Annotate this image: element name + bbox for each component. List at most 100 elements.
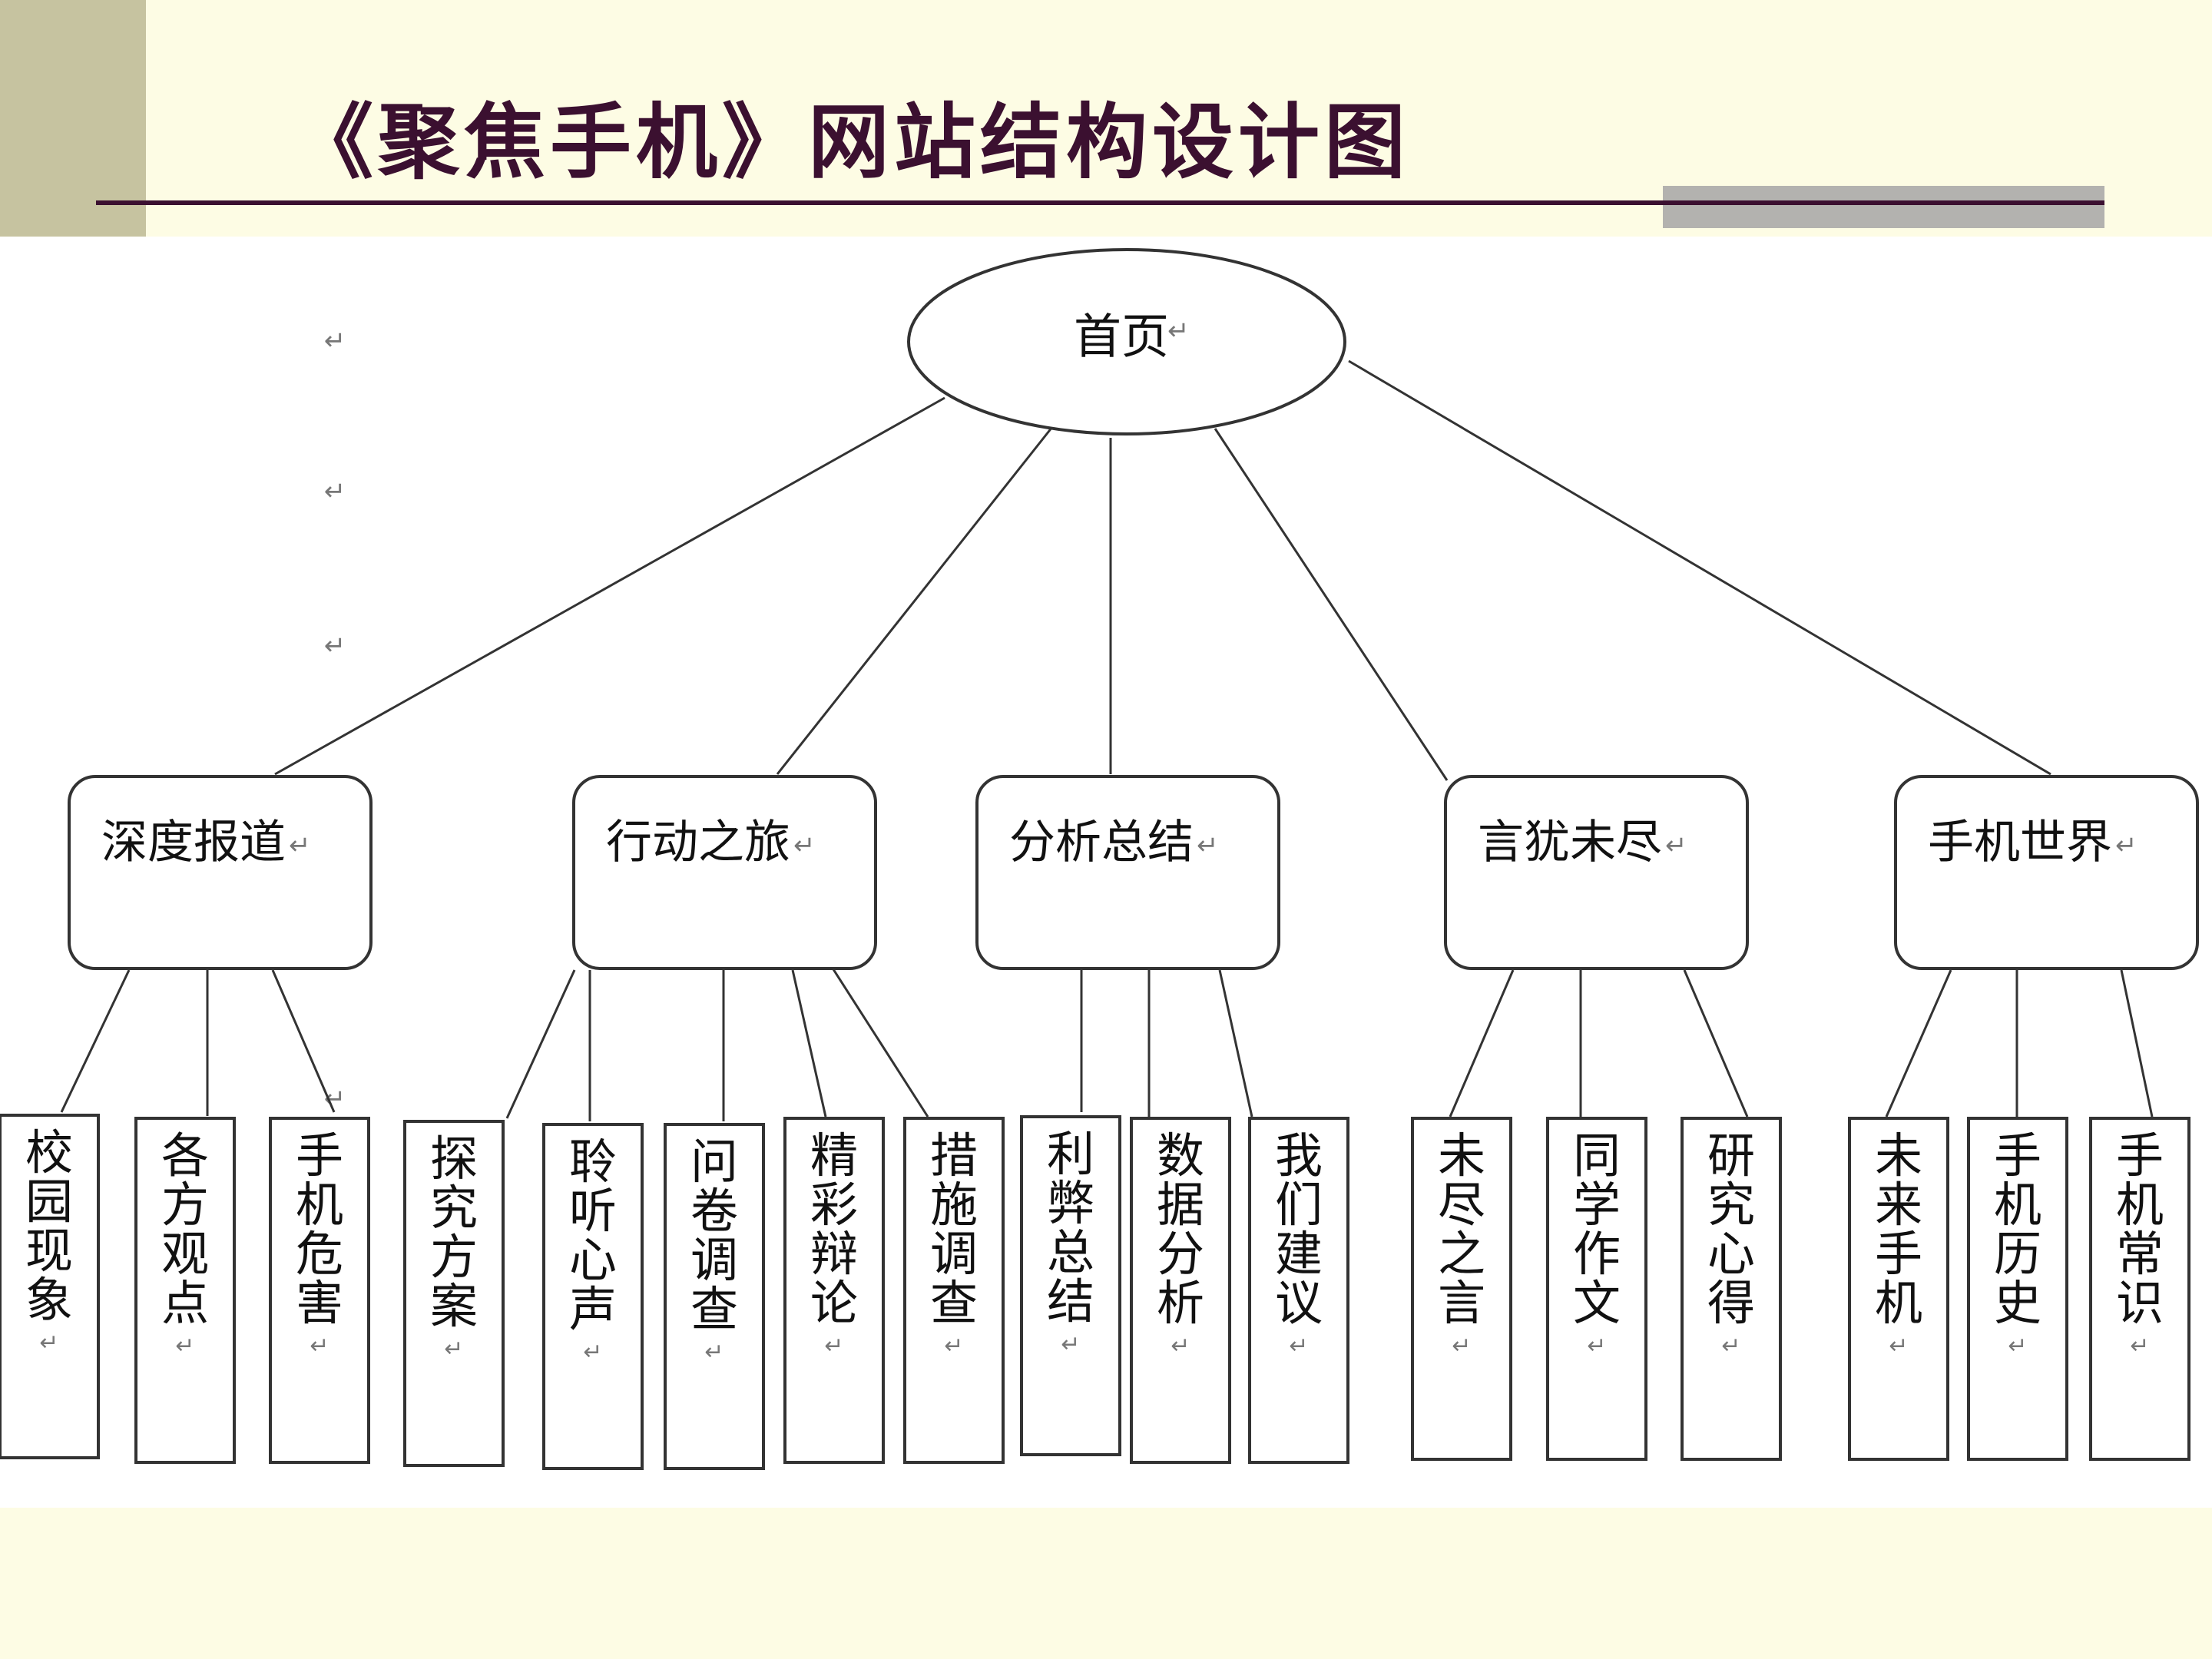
leaf-label: 手机历史 (1994, 1130, 2041, 1330)
leaf-label: 利弊总结 (1047, 1128, 1094, 1329)
section-to-leaf-edge (505, 969, 576, 1119)
section-box (1444, 775, 1749, 970)
return-mark: ↵ (1197, 831, 1219, 860)
return-mark: ↵ (324, 631, 346, 661)
root-label: 首页 (1074, 310, 1169, 363)
leaf-box (403, 1120, 505, 1467)
leaf-box (134, 1117, 236, 1464)
diagram-nodes: 首页↵深度报道↵校园现象↵各方观点↵手机危害↵行动之旅↵探究方案↵聆听心声↵问卷… (0, 248, 2199, 1470)
leaf-node: 未来手机 ↵ (1848, 1117, 1949, 1461)
root-node: 首页↵ (907, 248, 1346, 435)
root-to-section-edge (776, 426, 1054, 775)
return-mark: ↵ (824, 1333, 843, 1359)
leaf-node: 未尽之言↵ (1411, 1117, 1512, 1461)
leaf-box (1130, 1117, 1231, 1464)
section-box (1894, 775, 2199, 970)
root-to-section-edge (1214, 428, 1449, 781)
return-mark: ↵ (175, 1333, 194, 1359)
page-title: 《聚焦手机》网站结构设计图 (292, 94, 1410, 190)
stray-return-marks: ↵↵↵↵ (324, 326, 346, 1114)
return-mark: ↵ (793, 831, 816, 860)
leaf-node: 各方观点 ↵ (134, 1117, 236, 1464)
title-rule (96, 200, 2104, 205)
leaf-label: 校园现象 (25, 1127, 73, 1327)
leaf-box (1020, 1115, 1121, 1456)
leaf-label: 聆听心声 (569, 1136, 617, 1336)
leaf-label: 研究心得 (1707, 1130, 1755, 1330)
leaf-node: 探究方案 ↵ (403, 1120, 505, 1467)
title-rule-accent (1663, 186, 2104, 200)
leaf-box (1681, 1117, 1782, 1461)
leaf-box (903, 1117, 1005, 1464)
leaf-label: 手机常识 (2116, 1130, 2164, 1330)
return-mark: ↵ (1061, 1332, 1080, 1357)
return-mark: ↵ (1889, 1333, 1908, 1359)
section-to-leaf-edge (271, 969, 336, 1113)
return-mark: ↵ (324, 477, 346, 506)
root-ellipse (907, 248, 1346, 435)
section-box (572, 775, 877, 970)
return-mark: ↵ (39, 1330, 58, 1356)
section-box (68, 775, 373, 970)
title-rule-accent-lower (1663, 205, 2104, 228)
leaf-label: 各方观点 (161, 1130, 209, 1330)
root-to-section-edge (1348, 359, 2051, 776)
section-node: 行动之旅↵ (572, 775, 877, 970)
leaf-label: 手机危害 (296, 1130, 343, 1330)
leaf-box (783, 1117, 885, 1464)
return-mark: ↵ (1587, 1333, 1606, 1359)
section-label: 深度报道 (101, 816, 286, 868)
leaf-node: 同学作文 ↵ (1546, 1117, 1647, 1461)
section-node: 手机世界↵ (1894, 775, 2199, 970)
return-mark: ↵ (1167, 316, 1190, 346)
section-to-leaf-edge (825, 958, 929, 1118)
section-to-leaf-edge (60, 969, 131, 1113)
section-label: 言犹未尽 (1478, 816, 1662, 868)
return-mark: ↵ (310, 1333, 329, 1359)
return-mark: ↵ (2008, 1333, 2027, 1359)
diagram-edges (60, 359, 2154, 1121)
leaf-box (1546, 1117, 1647, 1461)
leaf-node: 利弊总结 ↵ (1020, 1115, 1121, 1456)
section-label: 分析总结 (1009, 816, 1194, 868)
section-label: 行动之旅 (606, 816, 790, 868)
leaf-node: 精彩辩论↵ (783, 1117, 885, 1464)
leaf-box (1411, 1117, 1512, 1461)
leaf-label: 数据分析 (1157, 1130, 1204, 1330)
leaf-label: 未来手机 (1875, 1130, 1922, 1330)
section-box (975, 775, 1280, 970)
section-node: 分析总结↵ (975, 775, 1280, 970)
return-mark: ↵ (444, 1336, 463, 1362)
section-label: 手机世界 (1928, 816, 2112, 868)
return-mark: ↵ (1452, 1333, 1471, 1359)
leaf-box (2089, 1117, 2190, 1461)
side-accent-bar (0, 0, 146, 237)
return-mark: ↵ (324, 326, 346, 356)
leaf-label: 同学作文 (1573, 1130, 1621, 1330)
section-to-leaf-edge (791, 969, 827, 1118)
section-to-leaf-edge (1885, 969, 1952, 1118)
leaf-label: 探究方案 (430, 1133, 478, 1333)
leaf-box (1967, 1117, 2068, 1461)
leaf-label: 措施调查 (930, 1130, 978, 1330)
root-to-section-edge (274, 396, 945, 776)
return-mark: ↵ (1289, 1333, 1308, 1359)
leaf-box (0, 1114, 100, 1459)
diagram-canvas: ↵↵↵↵ 首页↵深度报道↵校园现象↵各方观点↵手机危害↵行动之旅↵探究方案↵聆听… (0, 237, 2212, 1508)
leaf-node: 校园现象 ↵ (0, 1114, 100, 1459)
return-mark: ↵ (2130, 1333, 2149, 1359)
leaf-box (542, 1123, 644, 1470)
leaf-node: 手机危害 ↵ (269, 1117, 370, 1464)
leaf-box (1248, 1117, 1349, 1464)
leaf-node: 我们建议 ↵ (1248, 1117, 1349, 1464)
return-mark: ↵ (1171, 1333, 1190, 1359)
leaf-label: 我们建议 (1275, 1130, 1323, 1330)
leaf-box (664, 1123, 765, 1470)
return-mark: ↵ (704, 1339, 724, 1365)
leaf-label: 问卷调查 (690, 1136, 738, 1336)
leaf-node: 问卷调查 ↵ (664, 1123, 765, 1470)
section-to-leaf-edge (1449, 969, 1515, 1118)
leaf-node: 措施调查↵ (903, 1117, 1005, 1464)
section-to-leaf-edge (1683, 969, 1749, 1118)
